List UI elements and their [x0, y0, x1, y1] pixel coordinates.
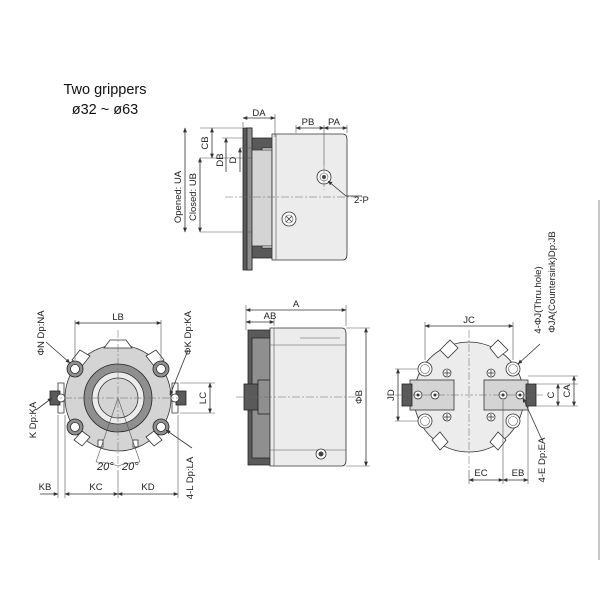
- label-l: 4-L Dp:LA: [185, 456, 196, 499]
- cross-screw-3: [442, 412, 452, 422]
- dim-ca: CA: [562, 384, 573, 398]
- label-k-top: ΦK Dp:KA: [183, 310, 194, 355]
- dim-jd: JD: [386, 389, 397, 401]
- thru-hole-tl: [417, 361, 433, 377]
- label-port: 2-P: [354, 195, 369, 206]
- cross-screw-2: [486, 368, 496, 378]
- mount-hole-br: [152, 418, 170, 436]
- dim-pb: PB: [302, 117, 315, 128]
- dim-closed: Closed: UB: [188, 173, 199, 221]
- dim-opened: Opened: UA: [173, 170, 184, 223]
- cross-screw-1: [442, 368, 452, 378]
- thru-hole-tr: [505, 361, 521, 377]
- dim-b: ΦB: [354, 390, 365, 404]
- dim-kd: KD: [141, 482, 154, 493]
- dim-ab: AB: [264, 311, 277, 322]
- label-n: ΦN Dp:NA: [36, 310, 47, 356]
- top-view: DA PB PA CB DB D Opened: UA Closed: UB 2…: [173, 108, 369, 271]
- drawing-title: Two grippers: [63, 82, 147, 98]
- mount-hole-tr: [152, 360, 170, 378]
- label-ja: ΦJA(Countersink)Dp:JB: [547, 231, 558, 333]
- port-lower: [281, 211, 297, 227]
- thru-hole-bl: [417, 413, 433, 429]
- dim-c: C: [546, 391, 557, 398]
- dim-cb: CB: [200, 136, 211, 149]
- side-port: [315, 448, 327, 460]
- dim-jc: JC: [463, 315, 475, 326]
- angle-right: 20°: [121, 461, 139, 473]
- dim-lc: LC: [198, 392, 209, 404]
- mount-hole-tl: [66, 360, 84, 378]
- right-view: JC 4-ΦJ(Thru.hole) ΦJA(Countersink)Dp:JB…: [386, 231, 578, 484]
- dim-db: DB: [215, 153, 226, 166]
- dim-a: A: [293, 299, 300, 310]
- dim-kb: KB: [39, 482, 52, 493]
- thru-hole-br: [505, 413, 521, 429]
- size-range: ø32 ~ ø63: [71, 102, 139, 118]
- dim-da: DA: [252, 108, 266, 119]
- mount-hole-bl: [66, 418, 84, 436]
- dim-kc: KC: [89, 482, 102, 493]
- label-k-left: K Dp:KA: [28, 401, 39, 438]
- jaw-screw-4: [515, 390, 525, 400]
- cross-screw-4: [486, 412, 496, 422]
- jaw-screw-1: [413, 390, 423, 400]
- left-view: LB ΦN Dp:NA ΦK Dp:KA K Dp:KA LC 20° 20° …: [28, 310, 215, 499]
- label-e: 4-E Dp:EA: [537, 437, 548, 483]
- page-edge: [598, 200, 600, 560]
- dim-pa: PA: [328, 117, 341, 128]
- angle-left: 20°: [96, 461, 114, 473]
- dim-eb: EB: [512, 468, 525, 479]
- dim-lb: LB: [112, 312, 124, 323]
- dim-d: D: [228, 156, 239, 163]
- side-view: A AB ΦB: [236, 299, 370, 467]
- dim-ec: EC: [474, 468, 487, 479]
- label-j: 4-ΦJ(Thru.hole): [533, 266, 544, 333]
